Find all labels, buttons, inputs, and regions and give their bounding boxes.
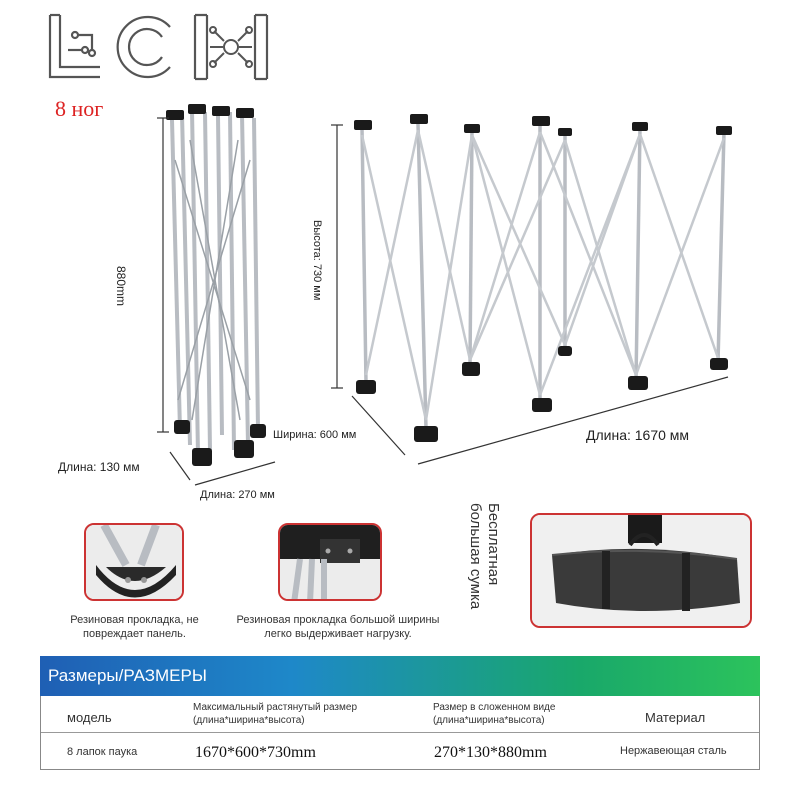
- header-folded-size-title: Размер в сложенном виде: [433, 702, 556, 713]
- spider-logo-icon: [209, 26, 253, 68]
- folded-length-label: Длина: 130 мм: [58, 460, 140, 474]
- legs-count-label: 8 ног: [55, 96, 104, 121]
- expanded-height-label: Высота: 730 мм: [311, 220, 323, 301]
- header-material: Материал: [645, 710, 706, 725]
- spec-title: Размеры/РАЗМЕРЫ: [48, 666, 207, 685]
- folded-dimension-lines: [157, 117, 276, 486]
- expanded-width-label: Ширина: 600 мм: [273, 429, 357, 441]
- free-bag-label: Бесплатная большая сумка: [467, 503, 502, 610]
- detail-image-wide-pad: [278, 523, 382, 601]
- expanded-length-label: Длина: 1670 мм: [586, 427, 690, 443]
- header-max-size-sub: (длина*ширина*высота): [193, 715, 305, 726]
- row-material: Нержавеющая сталь: [620, 745, 727, 757]
- header-max-size: Максимальный растянутый размер (длина*ши…: [193, 701, 357, 727]
- header-max-size-title: Максимальный растянутый размер: [193, 702, 357, 713]
- table-divider: [41, 732, 759, 733]
- folded-width-label: Длина: 270 мм: [200, 489, 275, 501]
- detail-caption-1: Резиновая прокладка, не повреждает панел…: [70, 614, 199, 640]
- row-model: 8 лапок паука: [67, 746, 138, 758]
- bag-icon: [532, 515, 750, 626]
- row-max-size: 1670*600*730mm: [195, 744, 316, 761]
- folded-frame-illustration: [166, 104, 266, 466]
- brand-logo: [48, 13, 269, 81]
- expanded-dimension-lines: [331, 124, 729, 465]
- spec-table: [40, 696, 760, 770]
- spec-title-bar: [40, 656, 760, 696]
- bag-image: [530, 513, 752, 628]
- header-folded-size-sub: (длина*ширина*высота): [433, 715, 545, 726]
- row-folded-size: 270*130*880mm: [434, 744, 547, 761]
- detail-image-rubber-pad: [84, 523, 184, 601]
- header-model: модель: [67, 710, 112, 725]
- detail-caption-2: Резиновая прокладка большой ширины легко…: [236, 614, 440, 640]
- header-folded-size: Размер в сложенном виде (длина*ширина*вы…: [433, 701, 555, 727]
- expanded-frame-illustration: [354, 114, 732, 442]
